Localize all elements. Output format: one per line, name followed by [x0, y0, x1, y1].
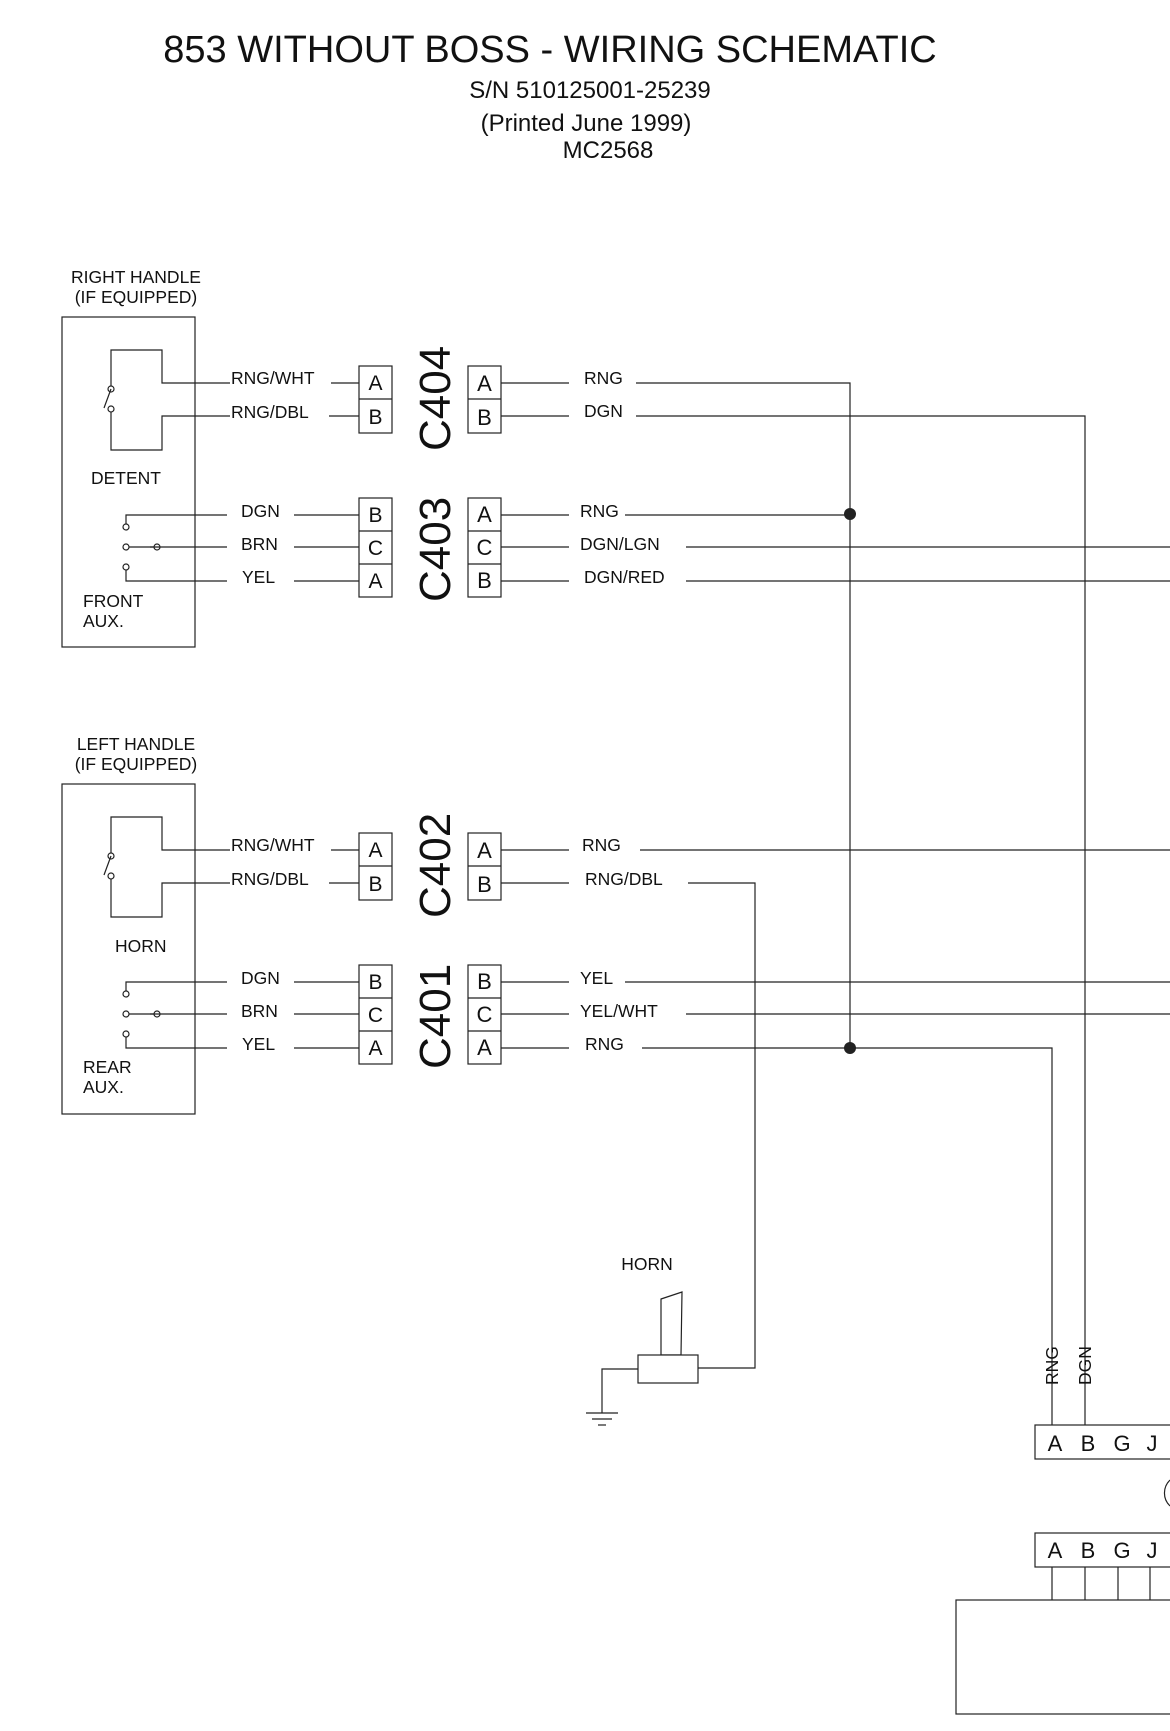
pin-label: B [477, 872, 492, 897]
pin-label: B [368, 504, 382, 527]
left-handle-label: LEFT HANDLE [77, 734, 195, 754]
pin-label: A [477, 838, 492, 863]
pin-label: G [1113, 1431, 1130, 1456]
vertical-wire-label: DGN [1075, 1346, 1095, 1385]
control-module-box [955, 1599, 1170, 1715]
wire-label: DGN [241, 968, 280, 988]
wire-label: RNG/WHT [231, 368, 315, 388]
harness-wires: RNG DGN RNG DGN/LGN DGN/RED RNG RNG/DBL … [501, 368, 1170, 1425]
rear-aux-switch-symbol [125, 981, 227, 1049]
wire-label: DGN [241, 501, 280, 521]
pin-label: A [368, 839, 382, 862]
pin-label: G [1113, 1538, 1130, 1563]
connector-name: C402 [411, 813, 460, 918]
wire-label: YEL [242, 1034, 275, 1054]
pin-label: A [477, 502, 492, 527]
pin-label: A [368, 570, 382, 593]
wire-label: YEL/WHT [580, 1001, 658, 1021]
left-handle: LEFT HANDLE (IF EQUIPPED) HORN REAR AUX. [61, 734, 230, 1115]
right-handle-equipped-note: (IF EQUIPPED) [75, 287, 198, 307]
pin-label: A [477, 1035, 492, 1060]
document-code: MC2568 [563, 137, 654, 164]
pin-label: A [477, 371, 492, 396]
pin-label: J [1147, 1538, 1158, 1563]
wire-label: RNG/DBL [231, 869, 309, 889]
left-handle-equipped-note: (IF EQUIPPED) [75, 754, 198, 774]
wire-label: RNG [580, 501, 619, 521]
pin-label: B [1081, 1431, 1096, 1456]
horn-switch-symbol [110, 816, 230, 918]
pin-label: A [1048, 1431, 1063, 1456]
bottom-connector: RNG DGN A B G J A B G J [955, 1346, 1170, 1715]
front-aux-label: FRONT [83, 591, 144, 611]
detent-label: DETENT [91, 468, 161, 488]
wire-label: DGN [584, 401, 623, 421]
horn-switch-label: HORN [115, 936, 167, 956]
pin-label: B [477, 969, 492, 994]
front-aux-switch-symbol [125, 514, 227, 582]
connector-c404: A B C404 A B [358, 346, 502, 451]
schematic-title: 853 WITHOUT BOSS - WIRING SCHEMATIC [163, 29, 936, 71]
pin-label: B [368, 873, 382, 896]
junction-dot [844, 1042, 856, 1054]
connector-c403: B C A C403 A C B [358, 497, 502, 602]
wire-label: RNG [582, 835, 621, 855]
pin-label: B [368, 971, 382, 994]
serial-number: S/N 510125001-25239 [469, 77, 711, 104]
wire-label: RNG/DBL [231, 402, 309, 422]
printed-date: (Printed June 1999) [481, 110, 692, 137]
pin-label: J [1147, 1431, 1158, 1456]
junction-dot [844, 508, 856, 520]
pin-label: B [368, 406, 382, 429]
connector-c402: A B C402 A B [358, 813, 502, 918]
detent-switch-symbol [110, 349, 230, 451]
pin-label: B [477, 405, 492, 430]
pin-label: B [477, 568, 492, 593]
wire-label: YEL [580, 968, 613, 988]
horn-icon [660, 1291, 683, 1356]
wire-label: BRN [241, 534, 278, 554]
vertical-wire-label: RNG [1042, 1346, 1062, 1385]
horn-label: HORN [621, 1254, 673, 1274]
wire-label: YEL [242, 567, 275, 587]
wire-label: DGN/LGN [580, 534, 660, 554]
right-handle: RIGHT HANDLE (IF EQUIPPED) DETENT FRONT … [61, 267, 230, 648]
connector-name: C404 [411, 346, 460, 451]
wire-label: RNG/DBL [585, 869, 663, 889]
front-aux-label-2: AUX. [83, 611, 124, 631]
right-handle-box [61, 316, 196, 648]
wire-label: DGN/RED [584, 567, 665, 587]
pin-label: C [477, 535, 493, 560]
pin-label: C [477, 1002, 493, 1027]
pin-label: A [368, 1037, 382, 1060]
pin-label: C [368, 537, 383, 560]
left-handle-box [61, 783, 196, 1115]
connector-c401: B C A C401 B C A [358, 964, 502, 1069]
horn-assembly: HORN [586, 1254, 699, 1426]
handle-wire-labels: RNG/WHT RNG/DBL DGN BRN YEL RNG/WHT RNG/… [231, 368, 359, 1054]
pin-label: A [1048, 1538, 1063, 1563]
rear-aux-label-2: AUX. [83, 1077, 124, 1097]
connector-name: C403 [411, 497, 460, 602]
wire-label: RNG/WHT [231, 835, 315, 855]
wire-label: RNG [584, 368, 623, 388]
pin-label: B [1081, 1538, 1096, 1563]
pin-label: C [368, 1004, 383, 1027]
right-handle-label: RIGHT HANDLE [71, 267, 201, 287]
wire-label: BRN [241, 1001, 278, 1021]
pin-label: A [368, 372, 382, 395]
wire-label: RNG [585, 1034, 624, 1054]
rear-aux-label: REAR [83, 1057, 132, 1077]
connector-name: C401 [411, 964, 460, 1069]
